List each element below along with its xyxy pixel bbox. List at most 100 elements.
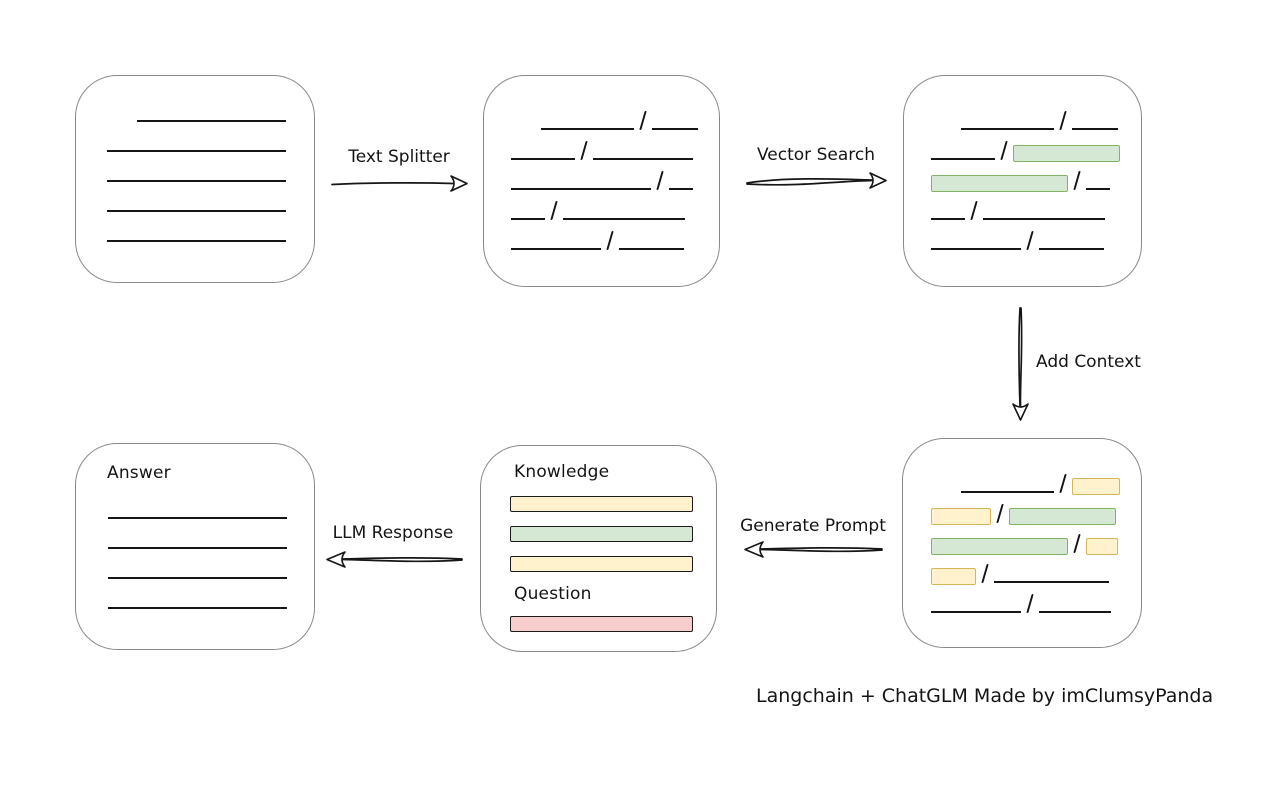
- document-line: [107, 210, 286, 212]
- chunk-row: [931, 553, 1141, 585]
- slash-separator: [639, 111, 648, 130]
- text-line-segment: [1072, 128, 1119, 130]
- llm-response-arrow-icon: [326, 551, 463, 568]
- matched-chunks-node: [903, 75, 1142, 287]
- chunk-row: [931, 100, 1141, 130]
- slash-separator: [981, 564, 990, 583]
- text-line-segment: [1039, 248, 1105, 250]
- text-line-segment: [1039, 611, 1112, 613]
- context-chunks-rows: [903, 439, 1141, 647]
- slash-separator: [656, 171, 665, 190]
- text-line-segment: [563, 218, 686, 220]
- slash-separator: [1073, 534, 1082, 553]
- text-line-segment: [652, 128, 699, 130]
- text-line-segment: [931, 248, 1021, 250]
- chunk-highlight-yellow: [1086, 538, 1119, 555]
- text-line-segment: [511, 158, 575, 160]
- add-context-label: Add Context: [1036, 352, 1141, 372]
- slash-separator: [580, 141, 589, 160]
- text-line-segment: [541, 128, 634, 130]
- slash-separator: [1026, 231, 1035, 250]
- chunk-highlight-yellow: [931, 568, 976, 585]
- text-line-segment: [994, 581, 1110, 583]
- vector-search-label: Vector Search: [757, 145, 875, 165]
- yellow-bar: [510, 496, 693, 512]
- chunk-row: [931, 130, 1141, 162]
- document-line: [108, 547, 287, 549]
- vector-search-arrow-icon: [746, 172, 887, 189]
- chunk-row: [931, 190, 1141, 220]
- slash-separator: [606, 231, 615, 250]
- document-line: [108, 607, 287, 609]
- generate-prompt-arrow-icon: [744, 541, 883, 558]
- chunk-highlight-yellow: [931, 508, 991, 525]
- chunk-highlight-green: [1009, 508, 1117, 525]
- slash-separator: [970, 201, 979, 220]
- chunk-row: [511, 220, 719, 250]
- chunk-highlight-green: [931, 175, 1068, 192]
- slash-separator: [996, 504, 1005, 523]
- chunk-row: [931, 583, 1141, 613]
- chunk-row: [511, 190, 719, 220]
- split-chunks-node: [483, 75, 720, 287]
- knowledge-bars: [510, 496, 693, 572]
- text-line-segment: [931, 611, 1021, 613]
- text-line-segment: [511, 248, 601, 250]
- chunk-row: [931, 463, 1141, 495]
- text-line-segment: [593, 158, 694, 160]
- slash-separator: [1059, 111, 1068, 130]
- chunk-row: [931, 160, 1141, 192]
- document-line: [107, 240, 286, 242]
- text-line-segment: [1086, 188, 1111, 190]
- diagram-caption: Langchain + ChatGLM Made by imClumsyPand…: [756, 685, 1214, 707]
- text-line-segment: [931, 158, 995, 160]
- chunk-row: [931, 220, 1141, 250]
- document-line: [108, 517, 287, 519]
- indent-gap: [511, 129, 541, 130]
- chunk-row: [511, 160, 719, 190]
- answer-lines: [76, 444, 314, 649]
- llm-response-label: LLM Response: [332, 523, 454, 543]
- answer-node: Answer: [75, 443, 315, 650]
- document-line: [108, 577, 287, 579]
- answer-label: Answer: [107, 463, 171, 483]
- split-chunks-rows: [484, 76, 719, 286]
- text-line-segment: [983, 218, 1106, 220]
- chunk-highlight-green: [1013, 145, 1121, 162]
- context-chunks-node: [902, 438, 1142, 648]
- indent-gap: [931, 492, 961, 493]
- prompt-node: Knowledge Question: [480, 445, 717, 652]
- text-line-segment: [961, 491, 1054, 493]
- slash-separator: [1059, 474, 1068, 493]
- green-bar: [510, 526, 693, 542]
- generate-prompt-label: Generate Prompt: [740, 516, 886, 536]
- chunk-row: [511, 130, 719, 160]
- matched-chunks-rows: [904, 76, 1141, 286]
- yellow-bar: [510, 556, 693, 572]
- text-line-segment: [961, 128, 1054, 130]
- slash-separator: [550, 201, 559, 220]
- document-line: [107, 180, 286, 182]
- document-lines: [76, 76, 314, 282]
- text-splitter-label: Text Splitter: [348, 147, 450, 167]
- slash-separator: [1026, 594, 1035, 613]
- chunk-highlight-yellow: [1072, 478, 1121, 495]
- red-bar: [510, 616, 693, 632]
- document-node: [75, 75, 315, 283]
- chunk-row: [931, 493, 1141, 525]
- indent-gap: [931, 129, 961, 130]
- document-line: [137, 120, 286, 122]
- chunk-highlight-green: [931, 538, 1068, 555]
- text-splitter-arrow-icon: [331, 175, 468, 192]
- text-line-segment: [669, 188, 694, 190]
- document-line: [107, 150, 286, 152]
- add-context-arrow-icon: [1012, 307, 1029, 421]
- chunk-row: [511, 100, 719, 130]
- text-line-segment: [511, 218, 545, 220]
- knowledge-label: Knowledge: [514, 462, 610, 482]
- text-line-segment: [931, 218, 965, 220]
- text-line-segment: [619, 248, 685, 250]
- text-line-segment: [511, 188, 651, 190]
- chunk-row: [931, 523, 1141, 555]
